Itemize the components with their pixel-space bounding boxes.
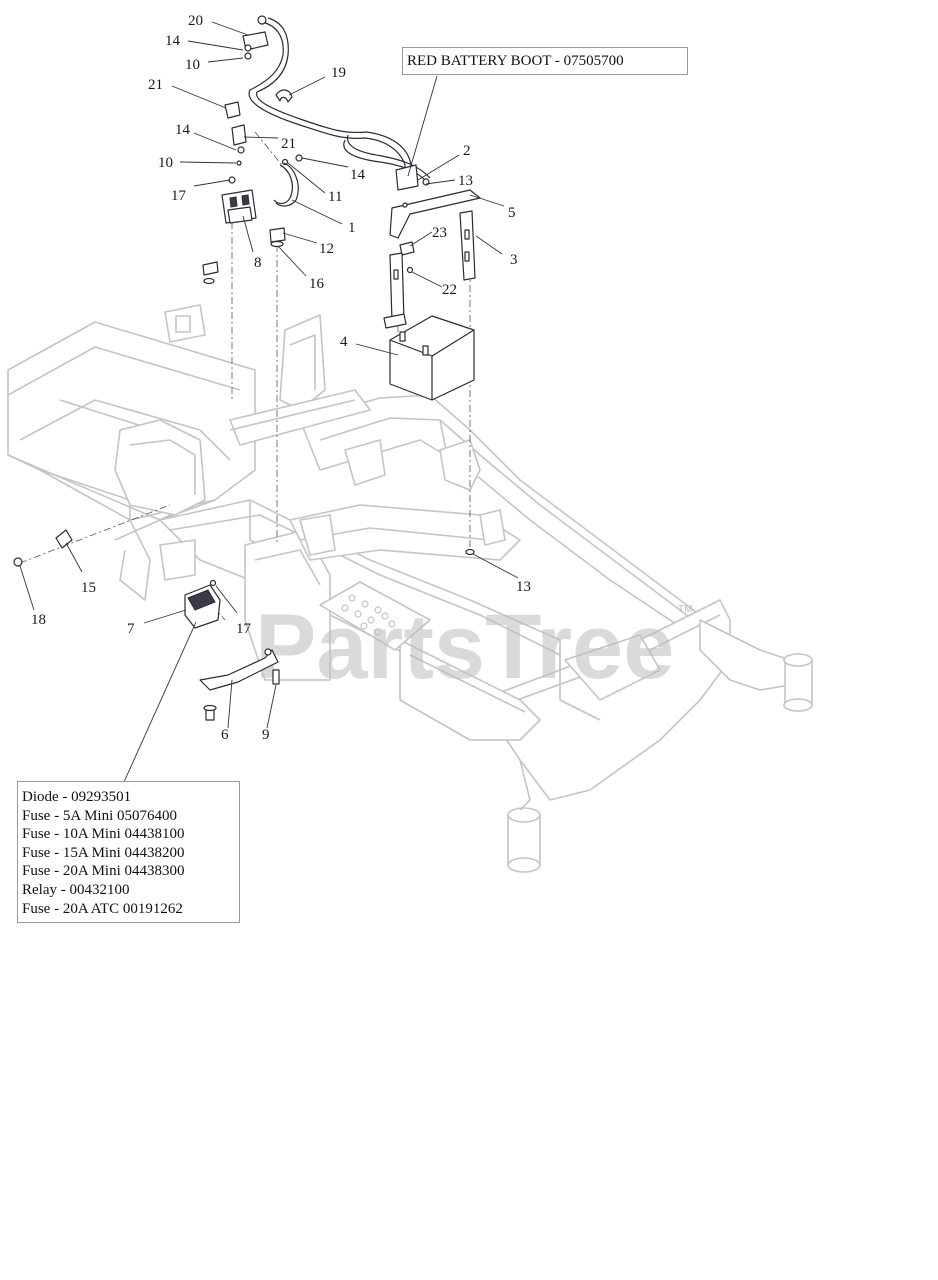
callout-23: 23 (432, 225, 447, 241)
callout-10: 10 (158, 155, 173, 171)
callout-15: 15 (81, 580, 96, 596)
callout-19: 19 (331, 65, 346, 81)
callout-17: 17 (236, 621, 252, 637)
plate-holes (341, 594, 396, 636)
callout-2: 2 (463, 143, 471, 159)
callout-9: 9 (262, 727, 270, 743)
note-line-fuse-5a: Fuse - 5A Mini 05076400 (22, 807, 178, 824)
callout-13: 13 (458, 173, 473, 189)
watermark-tm: TM (678, 604, 692, 615)
callout-7: 7 (127, 621, 135, 637)
callout-8: 8 (254, 255, 262, 271)
callout-11: 11 (328, 189, 342, 205)
callout-4: 4 (340, 334, 348, 350)
callout-20: 20 (188, 13, 203, 29)
callout-14: 14 (175, 122, 191, 138)
note-line-fuse-20a-mini: Fuse - 20A Mini 04438300 (22, 863, 185, 880)
callout-13: 13 (516, 579, 531, 595)
battery-cable-harness (242, 15, 431, 191)
callout-18: 18 (31, 612, 46, 628)
note-line-diode: Diode - 09293501 (22, 789, 132, 805)
callout-17: 17 (171, 188, 187, 204)
note-line-fuse-20a-atc: Fuse - 20A ATC 00191262 (22, 900, 183, 917)
note-line-relay: Relay - 00432100 (22, 881, 130, 898)
callout-21: 21 (281, 136, 296, 152)
callout-6: 6 (221, 727, 229, 743)
callout-3: 3 (510, 252, 518, 268)
callout-5: 5 (508, 205, 516, 221)
mower-frame (7, 304, 813, 873)
callout-21: 21 (148, 77, 163, 93)
electrical-parts-note: Diode - 09293501 Fuse - 5A Mini 05076400… (17, 781, 240, 923)
callout-22: 22 (442, 282, 457, 298)
small-parts (13, 44, 481, 721)
battery-boot-note: RED BATTERY BOOT - 07505700 (402, 47, 688, 75)
battery-boot-label: RED BATTERY BOOT - 07505700 (407, 53, 624, 69)
callout-14: 14 (350, 167, 366, 183)
note-line-fuse-15a: Fuse - 15A Mini 04438200 (22, 844, 185, 861)
watermark-text: PartsTree (255, 596, 674, 698)
note-line-fuse-10a: Fuse - 10A Mini 04438100 (22, 826, 185, 843)
callout-12: 12 (319, 241, 334, 257)
leader-lines (19, 21, 519, 783)
reference-numbers: 20 14 10 19 21 14 21 10 14 11 17 1 8 12 … (31, 13, 531, 743)
callout-16: 16 (309, 276, 325, 292)
callout-10: 10 (185, 57, 200, 73)
callout-1: 1 (348, 220, 356, 236)
callout-14: 14 (165, 33, 181, 49)
